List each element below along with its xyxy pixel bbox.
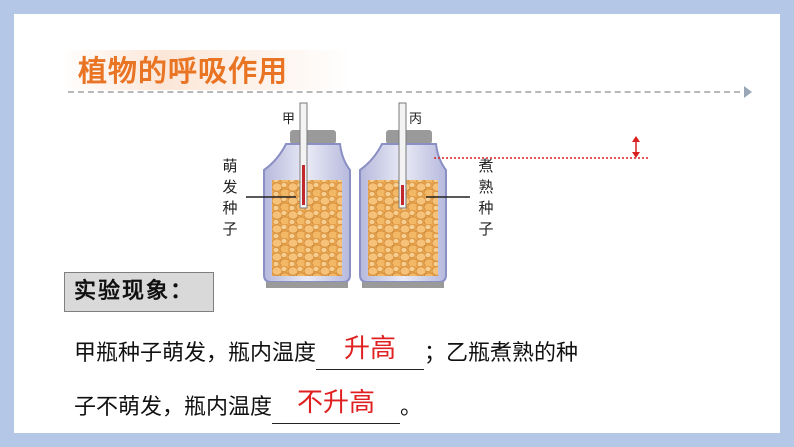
jar-b-thermometer-liquid <box>401 185 404 205</box>
right-label-char: 熟 <box>478 178 494 196</box>
jar-b-label: 丙 <box>409 112 423 127</box>
answer-2: 不升高 <box>297 388 376 418</box>
result-line-2: 子不萌发，瓶内温度不升高。 <box>74 388 423 424</box>
answer-blank-2: 不升高 <box>272 388 401 424</box>
left-label-char: 种 <box>222 199 238 217</box>
level-double-arrow <box>632 136 640 158</box>
slide-frame-left <box>0 0 14 447</box>
left-label-char: 萌 <box>222 157 238 175</box>
slide-frame-bottom <box>0 433 794 447</box>
jar-a-label: 甲 <box>282 112 296 127</box>
slide-frame-top <box>0 0 794 14</box>
jar-a-thermometer-liquid <box>302 165 305 205</box>
result-line-1: 甲瓶种子萌发，瓶内温度 升高 ；乙瓶煮熟的种 <box>74 334 579 370</box>
section-label-box <box>64 272 214 312</box>
answer-1: 升高 <box>344 334 397 364</box>
slide-title: 植物的呼吸作用 <box>78 54 289 88</box>
left-label-char: 发 <box>222 178 238 196</box>
answer-blank-1: 升高 <box>316 334 425 370</box>
line1-text-before: 甲瓶种子萌发，瓶内温度 <box>74 341 317 366</box>
slide-frame-right <box>780 0 794 447</box>
right-label-char: 种 <box>478 199 494 217</box>
title-highlight <box>62 50 352 90</box>
left-seed-label: 萌 发 种 子 <box>220 156 240 240</box>
jar-a-cap <box>290 130 336 144</box>
jar-a-base <box>266 282 348 288</box>
jar-b-cap <box>386 130 432 144</box>
right-seed-label: 煮 熟 种 子 <box>476 156 496 240</box>
left-label-char: 子 <box>222 220 238 238</box>
section-label: 实验现象： <box>74 279 195 304</box>
title-divider <box>68 91 740 93</box>
line2-text-before: 子不萌发，瓶内温度 <box>74 395 273 420</box>
jar-b-thermometer <box>398 102 407 209</box>
right-label-char: 子 <box>478 220 494 238</box>
title-marker-arrow <box>744 86 752 98</box>
jar-germinating-seeds <box>263 102 351 288</box>
jar-a-thermometer <box>299 102 308 209</box>
line2-text-after: 。 <box>400 395 423 420</box>
line1-text-after: ；乙瓶煮熟的种 <box>424 341 579 366</box>
right-label-char: 煮 <box>478 157 494 175</box>
jar-boiled-seeds <box>359 102 447 288</box>
jar-b-base <box>362 282 444 288</box>
